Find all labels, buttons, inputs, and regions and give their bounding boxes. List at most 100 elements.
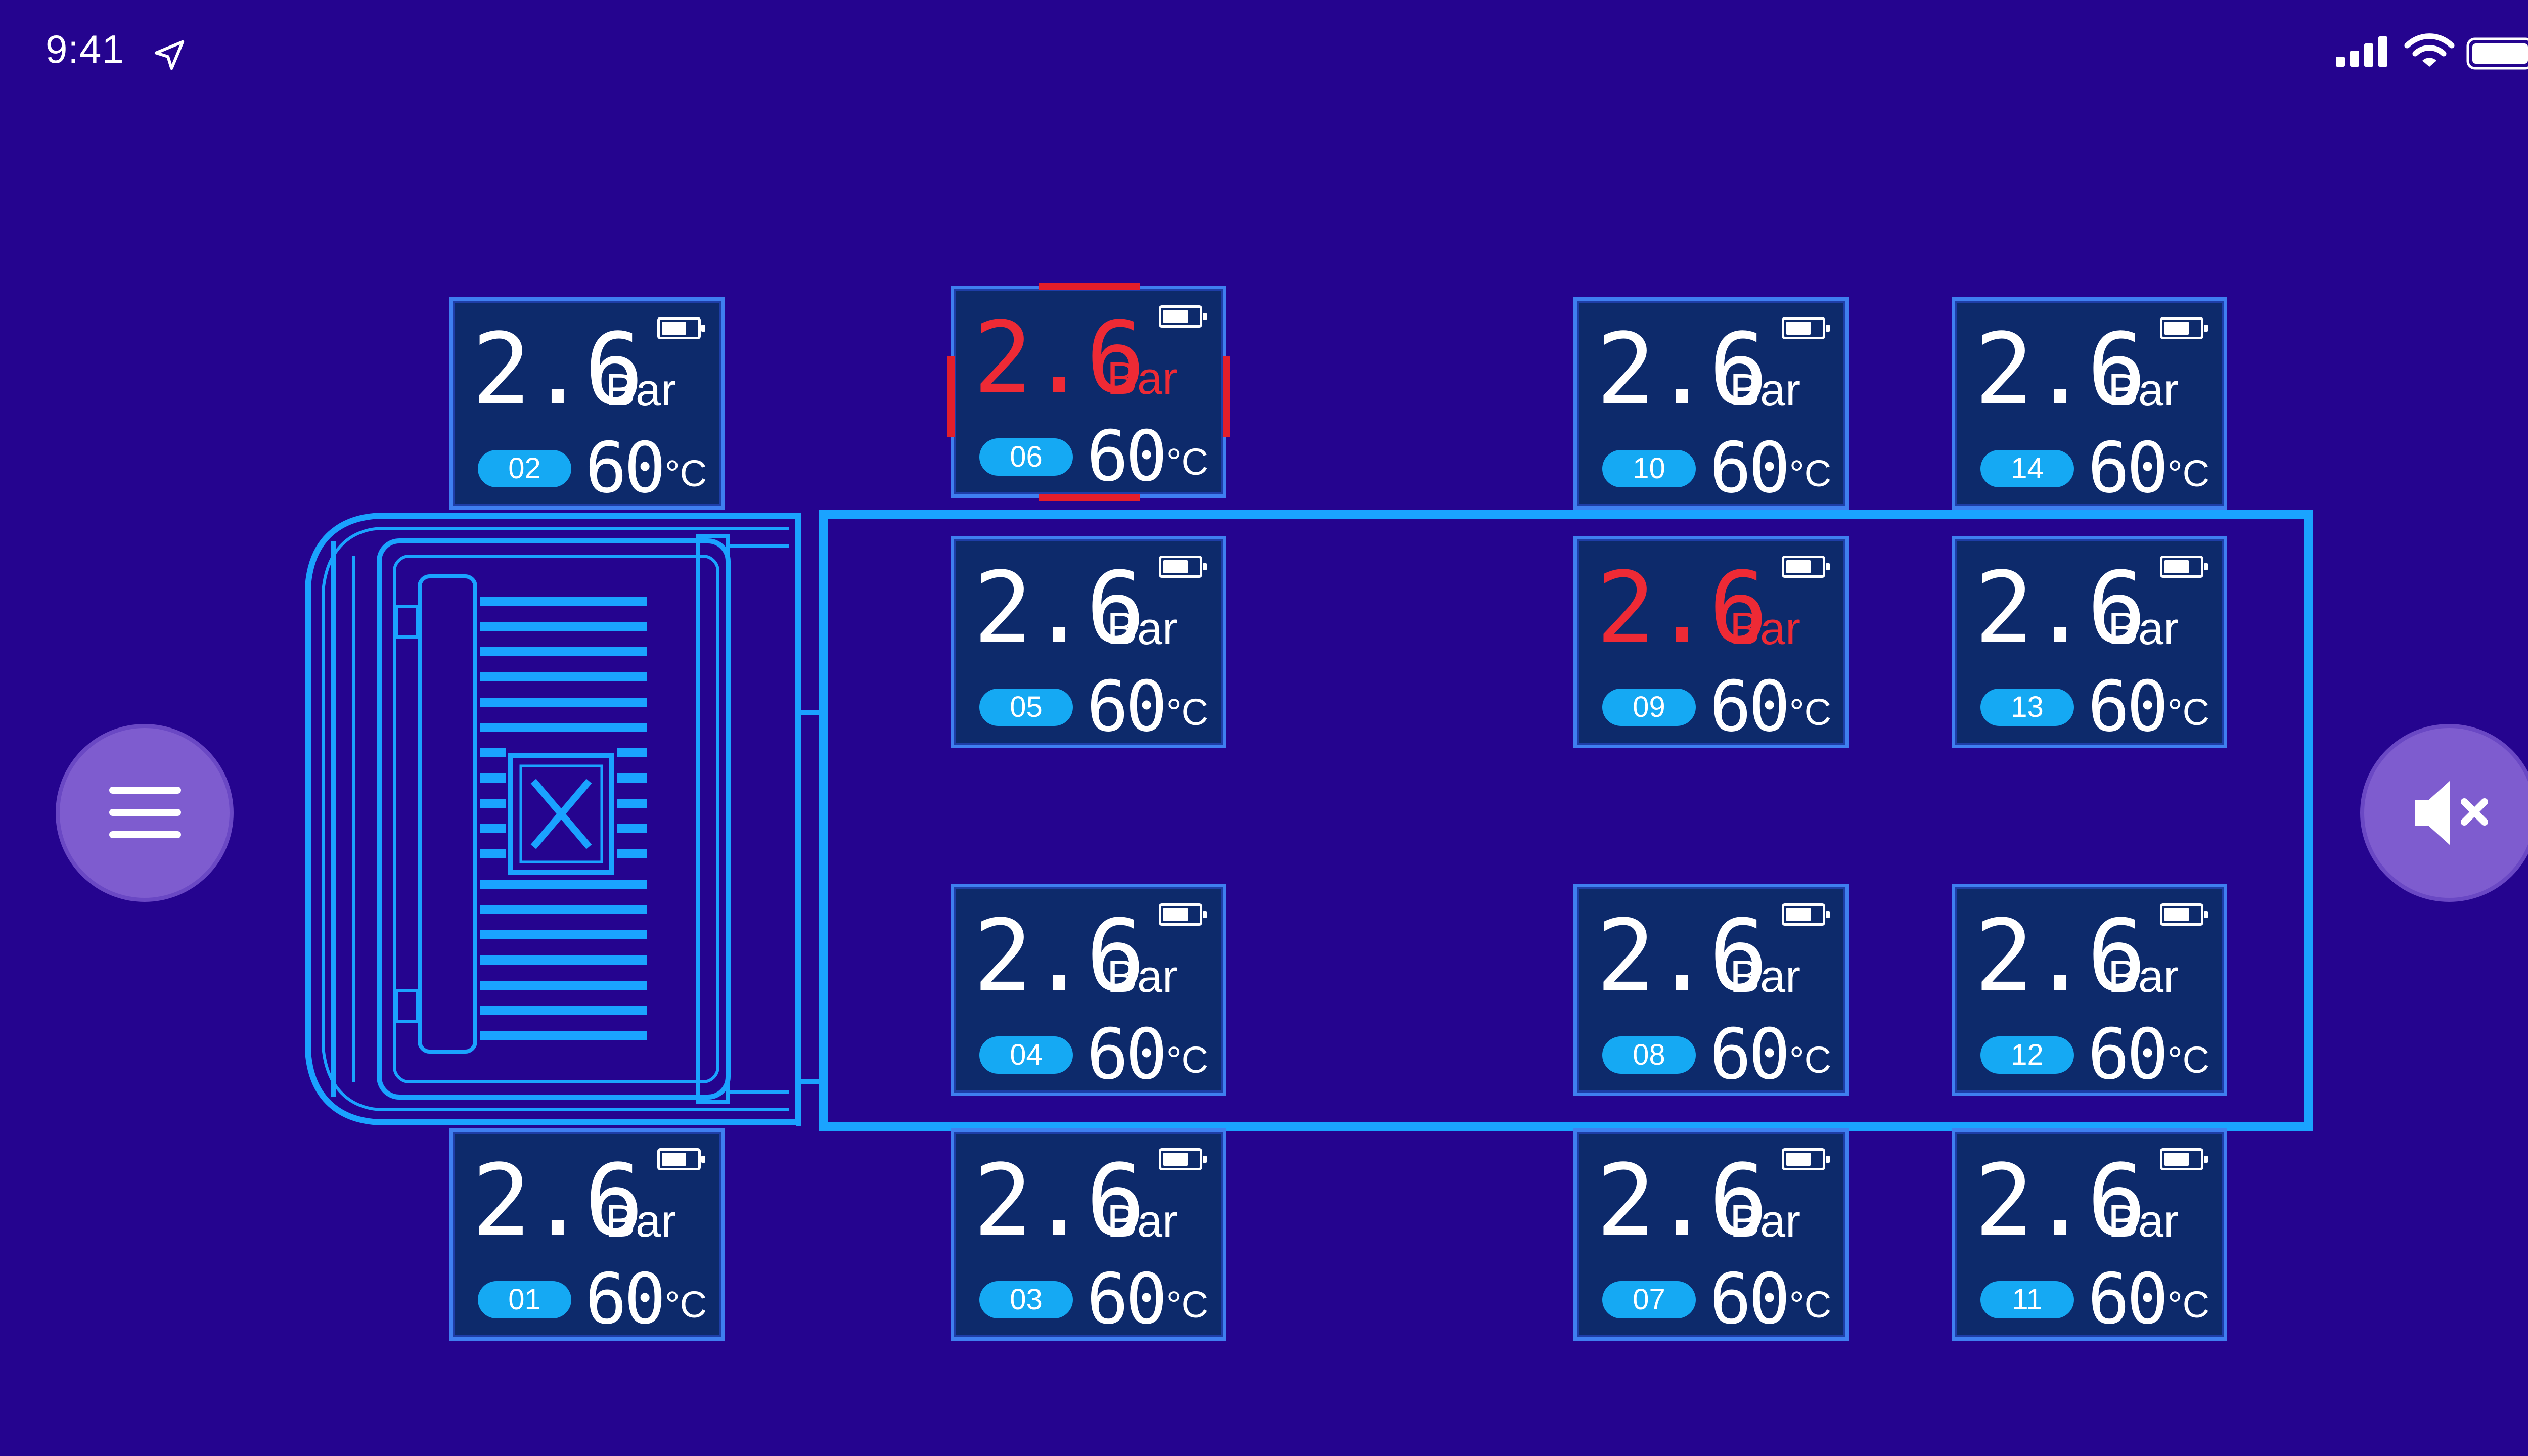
- tire-pressure-value: 2.6: [1596, 898, 1768, 1013]
- alarm-indicator-bottom: [1039, 494, 1140, 501]
- tire-position-badge: 04: [979, 1036, 1073, 1074]
- tire-temperature-unit: °C: [665, 1284, 707, 1326]
- trailer-frame: [819, 510, 2313, 1131]
- tire-position-badge: 13: [1980, 689, 2074, 726]
- sensor-battery-icon: [2160, 317, 2208, 339]
- tire-temperature-unit: °C: [665, 452, 707, 494]
- tire-position-badge: 06: [979, 438, 1073, 476]
- tire-card-03[interactable]: 2.6 Bar 03 60 °C: [951, 1128, 1226, 1341]
- tire-pressure-value: 2.6: [973, 300, 1145, 415]
- tire-card-01[interactable]: 2.6 Bar 01 60 °C: [449, 1128, 725, 1341]
- tire-pressure-unit: Bar: [2108, 951, 2179, 1002]
- tire-temperature-value: 60: [1709, 427, 1790, 509]
- tire-pressure-value: 2.6: [472, 1143, 644, 1258]
- tire-temperature-unit: °C: [2168, 1284, 2210, 1326]
- mute-button[interactable]: [2364, 728, 2528, 898]
- sensor-battery-icon: [657, 1148, 705, 1170]
- tire-temperature-value: 60: [2088, 1014, 2169, 1095]
- tire-pressure-value: 2.6: [973, 1143, 1145, 1258]
- speaker-muted-icon: [2415, 781, 2488, 845]
- tire-temperature-value: 60: [1709, 666, 1790, 747]
- tire-pressure-unit: Bar: [2108, 604, 2179, 654]
- tire-card-14[interactable]: 2.6 Bar 14 60 °C: [1952, 297, 2227, 510]
- tire-position-badge: 10: [1602, 450, 1696, 487]
- sensor-battery-icon: [2160, 903, 2208, 926]
- tire-pressure-value: 2.6: [1596, 1143, 1768, 1258]
- hamburger-menu-icon: [109, 787, 181, 838]
- tire-temperature-unit: °C: [1789, 1039, 1832, 1081]
- tire-pressure-unit: Bar: [2108, 365, 2179, 416]
- tire-card-08[interactable]: 2.6 Bar 08 60 °C: [1573, 884, 1849, 1096]
- tire-temperature-unit: °C: [1166, 441, 1209, 483]
- tire-temperature-unit: °C: [1166, 691, 1209, 733]
- status-time: 9:41: [46, 27, 124, 71]
- truck-cab: [305, 513, 801, 1125]
- sensor-battery-icon: [1782, 317, 1830, 339]
- tire-position-badge: 02: [478, 450, 571, 487]
- tire-temperature-value: 60: [2088, 1258, 2169, 1340]
- tire-position-badge: 12: [1980, 1036, 2074, 1074]
- tire-pressure-unit: Bar: [605, 365, 676, 416]
- tire-card-07[interactable]: 2.6 Bar 07 60 °C: [1573, 1128, 1849, 1341]
- tire-card-11[interactable]: 2.6 Bar 11 60 °C: [1952, 1128, 2227, 1341]
- tire-temperature-value: 60: [1087, 1258, 1167, 1340]
- tire-pressure-value: 2.6: [973, 551, 1145, 665]
- tire-pressure-value: 2.6: [1974, 898, 2146, 1013]
- tire-card-12[interactable]: 2.6 Bar 12 60 °C: [1952, 884, 2227, 1096]
- sensor-battery-icon: [1159, 903, 1207, 926]
- tire-card-04[interactable]: 2.6 Bar 04 60 °C: [951, 884, 1226, 1096]
- tire-pressure-value: 2.6: [472, 312, 644, 427]
- tire-pressure-unit: Bar: [1730, 1196, 1801, 1247]
- tire-card-05[interactable]: 2.6 Bar 05 60 °C: [951, 536, 1226, 748]
- tire-position-badge: 11: [1980, 1281, 2074, 1318]
- tire-pressure-unit: Bar: [605, 1196, 676, 1247]
- tire-pressure-value: 2.6: [1596, 312, 1768, 427]
- sensor-battery-icon: [1782, 903, 1830, 926]
- tire-temperature-unit: °C: [1789, 691, 1832, 733]
- tire-pressure-value: 2.6: [1974, 1143, 2146, 1258]
- tire-temperature-unit: °C: [1166, 1039, 1209, 1081]
- tire-card-06[interactable]: 2.6 Bar 06 60 °C: [951, 286, 1226, 498]
- tire-temperature-value: 60: [1087, 666, 1167, 747]
- tire-pressure-unit: Bar: [2108, 1196, 2179, 1247]
- battery-icon: [2466, 37, 2528, 70]
- location-arrow-icon: [154, 40, 185, 70]
- sensor-battery-icon: [1159, 305, 1207, 328]
- tire-pressure-value: 2.6: [1596, 551, 1768, 665]
- sensor-battery-icon: [2160, 1148, 2208, 1170]
- sensor-battery-icon: [657, 317, 705, 339]
- tire-pressure-unit: Bar: [1730, 951, 1801, 1002]
- tire-card-13[interactable]: 2.6 Bar 13 60 °C: [1952, 536, 2227, 748]
- tire-position-badge: 08: [1602, 1036, 1696, 1074]
- tire-position-badge: 01: [478, 1281, 571, 1318]
- tire-position-badge: 14: [1980, 450, 2074, 487]
- tire-pressure-unit: Bar: [1730, 365, 1801, 416]
- tire-pressure-value: 2.6: [1974, 312, 2146, 427]
- menu-button[interactable]: [60, 728, 230, 898]
- tire-temperature-unit: °C: [2168, 691, 2210, 733]
- tire-temperature-value: 60: [585, 427, 666, 509]
- tire-pressure-unit: Bar: [1730, 604, 1801, 654]
- tire-position-badge: 07: [1602, 1281, 1696, 1318]
- alarm-indicator-right: [1223, 356, 1230, 437]
- tire-pressure-value: 2.6: [973, 898, 1145, 1013]
- tire-card-02[interactable]: 2.6 Bar 02 60 °C: [449, 297, 725, 510]
- cellular-signal-icon: [2336, 36, 2387, 67]
- tire-temperature-unit: °C: [1166, 1284, 1209, 1326]
- tire-temperature-value: 60: [1709, 1014, 1790, 1095]
- tire-pressure-unit: Bar: [1107, 1196, 1178, 1247]
- tire-pressure-unit: Bar: [1107, 604, 1178, 654]
- tire-card-10[interactable]: 2.6 Bar 10 60 °C: [1573, 297, 1849, 510]
- tire-card-09[interactable]: 2.6 Bar 09 60 °C: [1573, 536, 1849, 748]
- tire-pressure-unit: Bar: [1107, 353, 1178, 404]
- tire-temperature-value: 60: [2088, 666, 2169, 747]
- tire-temperature-unit: °C: [1789, 1284, 1832, 1326]
- sensor-battery-icon: [1782, 556, 1830, 578]
- tire-position-badge: 03: [979, 1281, 1073, 1318]
- alarm-indicator-left: [947, 356, 955, 437]
- tire-temperature-unit: °C: [2168, 1039, 2210, 1081]
- tire-position-badge: 09: [1602, 689, 1696, 726]
- tire-temperature-value: 60: [585, 1258, 666, 1340]
- wifi-icon: [2404, 33, 2455, 67]
